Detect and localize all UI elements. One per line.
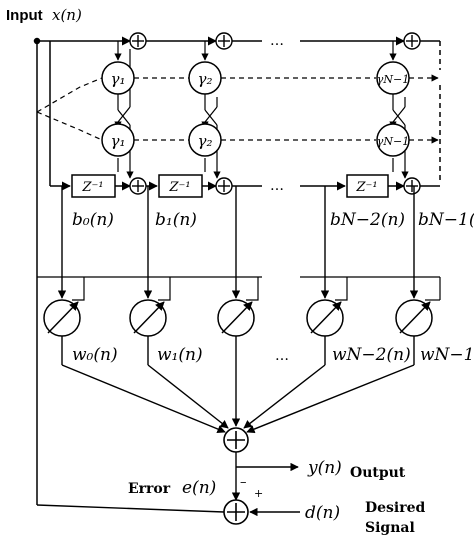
- svg-text:γN−1: γN−1: [377, 73, 409, 86]
- output-branch: [231, 452, 299, 501]
- plus-sign: +: [254, 487, 263, 500]
- svg-text:Z⁻¹: Z⁻¹: [355, 180, 377, 195]
- delay-box-1: Z⁻¹: [158, 174, 203, 198]
- desired-variable: d(n): [305, 503, 340, 523]
- svg-text:γ₂: γ₂: [198, 70, 213, 88]
- delay-box-n-2: Z⁻¹: [346, 174, 389, 198]
- w1-label: w₁(n): [157, 345, 203, 365]
- weight-w2: [217, 299, 255, 337]
- w0-label: w₀(n): [72, 345, 118, 365]
- weights-ellipsis: …: [275, 348, 289, 364]
- top-adder-2: [215, 32, 233, 50]
- gamma-multiplier-bottom-n: γN−1: [376, 123, 410, 157]
- svg-text:γ₂: γ₂: [198, 132, 213, 150]
- weight-wN-2: [306, 299, 344, 337]
- desired-label-line1: Desired: [365, 500, 426, 516]
- tap-lines: [57, 186, 419, 299]
- gamma-multiplier-bottom-1: γ₁: [101, 123, 135, 157]
- gamma-multiplier-bottom-2: γ₂: [188, 123, 222, 157]
- gamma-multiplier-top-n: γN−1: [376, 61, 410, 95]
- bottom-adder-n: [403, 177, 421, 195]
- weight-w0: [43, 299, 81, 337]
- output-summation-node: [223, 427, 249, 453]
- output-variable: y(n): [307, 458, 342, 478]
- svg-text:γN−1: γN−1: [377, 135, 409, 148]
- coefficient-update-lines: [36, 74, 439, 144]
- minus-sign: –: [240, 475, 247, 490]
- bottom-adder-1: [129, 177, 147, 195]
- cross-coupling: [114, 41, 409, 179]
- wN-2-label: wN−2(n): [332, 345, 411, 365]
- backward-rail: [36, 41, 440, 505]
- desired-label-line2: Signal: [365, 520, 415, 536]
- bN-2-label: bN−2(n): [330, 210, 405, 230]
- b1-label: b₁(n): [155, 210, 197, 230]
- output-label: Output: [350, 465, 406, 481]
- wN-1-label: wN−1(n): [420, 345, 474, 365]
- bN-1-label: bN−1(n): [418, 210, 474, 230]
- error-summation-node: [223, 499, 249, 525]
- svg-text:γ₁: γ₁: [111, 132, 126, 150]
- bottom-rail-ellipsis: …: [270, 178, 284, 194]
- input-label: Input: [6, 7, 43, 24]
- gamma-multiplier-top-2: γ₂: [188, 61, 222, 95]
- delay-box-0: Z⁻¹: [71, 174, 116, 198]
- top-adder-n: [403, 32, 421, 50]
- gamma-multiplier-top-1: γ₁: [101, 61, 135, 95]
- weight-adaptation-bus: [37, 276, 441, 301]
- b0-label: b₀(n): [72, 210, 114, 230]
- error-label: Error: [128, 481, 171, 497]
- top-adder-1: [129, 32, 147, 50]
- input-variable: x(n): [52, 6, 82, 24]
- weight-w1: [129, 299, 167, 337]
- error-feedback: [36, 504, 300, 517]
- error-variable: e(n): [182, 478, 216, 498]
- bottom-adder-2: [215, 177, 233, 195]
- svg-text:Z⁻¹: Z⁻¹: [81, 180, 103, 195]
- forward-rail: [33, 36, 441, 180]
- weight-wN-1: [395, 299, 433, 337]
- top-rail-ellipsis: …: [270, 33, 284, 49]
- svg-text:Z⁻¹: Z⁻¹: [168, 180, 190, 195]
- summation-lines: [61, 336, 415, 434]
- svg-text:γ₁: γ₁: [111, 70, 126, 88]
